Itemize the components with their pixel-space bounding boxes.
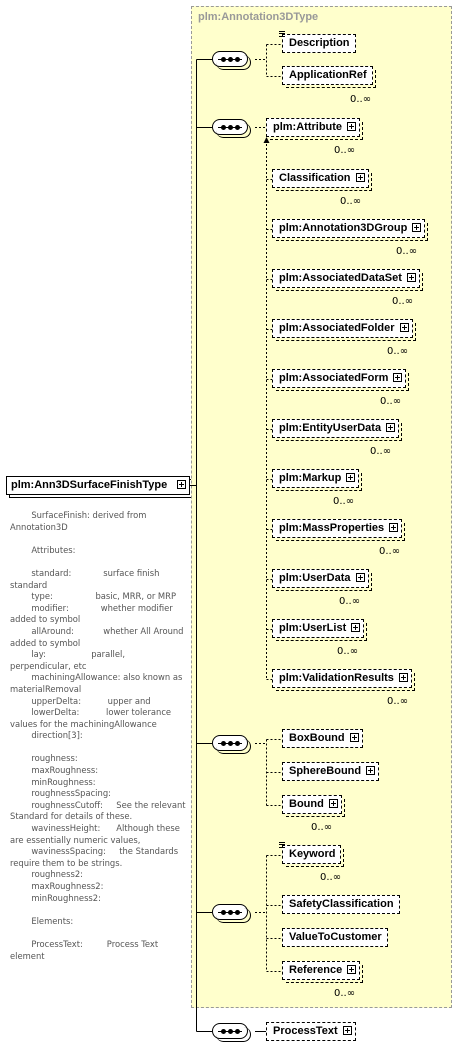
expand-icon[interactable] <box>366 766 376 775</box>
expand-icon[interactable] <box>328 799 338 808</box>
element-plm-mass-properties[interactable]: plm:MassProperties <box>272 519 406 541</box>
element-label: plm:MassProperties <box>279 522 385 534</box>
element-application-ref[interactable]: ApplicationRef <box>282 66 376 88</box>
expand-icon[interactable] <box>346 473 356 482</box>
element-safety-classification[interactable]: SafetyClassification <box>282 895 400 914</box>
element-label: plm:AssociatedDataSet <box>279 272 402 284</box>
root-element-label: plm:Ann3DSurfaceFinishType <box>11 479 168 491</box>
expand-icon[interactable] <box>398 673 408 682</box>
cardinality-label: 0..∞ <box>350 94 372 105</box>
cardinality-label: 0..∞ <box>339 596 361 607</box>
element-label: plm:ValidationResults <box>279 672 394 684</box>
element-label: Bound <box>289 798 324 810</box>
element-plm-associated-data-set[interactable]: plm:AssociatedDataSet <box>272 269 423 291</box>
substitution-arrow-icon <box>263 137 270 143</box>
cardinality-label: 0..∞ <box>370 446 392 457</box>
cardinality-label: 0..∞ <box>337 646 359 657</box>
expand-icon[interactable] <box>347 965 357 974</box>
expand-icon[interactable] <box>393 373 403 382</box>
cardinality-label: 0..∞ <box>387 346 409 357</box>
cardinality-label: 0..∞ <box>333 496 355 507</box>
element-sphere-bound[interactable]: SphereBound <box>282 762 380 781</box>
element-label: Description <box>289 37 350 49</box>
element-label: ValueToCustomer <box>289 931 382 943</box>
element-plm-markup[interactable]: plm:Markup <box>272 469 363 491</box>
cardinality-label: 0..∞ <box>320 872 342 883</box>
cardinality-label: 0..∞ <box>379 546 401 557</box>
element-label: plm:EntityUserData <box>279 422 382 434</box>
group-title: plm:Annotation3DType <box>198 11 319 23</box>
element-plm-attribute[interactable]: plm:Attribute <box>266 118 364 140</box>
element-label: Reference <box>289 964 343 976</box>
element-plm-user-list[interactable]: plm:UserList <box>272 619 368 641</box>
element-label: plm:Attribute <box>273 121 343 133</box>
element-plm-entity-user-data[interactable]: plm:EntityUserData <box>272 419 403 441</box>
cardinality-label: 0..∞ <box>340 196 362 207</box>
cardinality-label: 0..∞ <box>387 696 409 707</box>
sequence-compositor-icon[interactable] <box>212 51 251 70</box>
element-label: plm:UserData <box>279 572 351 584</box>
element-label: plm:AssociatedFolder <box>279 322 395 334</box>
root-element[interactable]: plm:Ann3DSurfaceFinishType <box>6 476 194 498</box>
expand-icon[interactable] <box>355 573 365 582</box>
expand-icon[interactable] <box>406 273 416 282</box>
cardinality-label: 0..∞ <box>311 822 333 833</box>
element-label: ApplicationRef <box>289 69 367 81</box>
cardinality-label: 0..∞ <box>334 145 356 156</box>
cardinality-label: 0..∞ <box>380 396 402 407</box>
element-reference[interactable]: Reference <box>282 961 364 983</box>
element-keyword[interactable]: Keyword <box>279 842 345 867</box>
element-plm-validation-results[interactable]: plm:ValidationResults <box>272 669 415 691</box>
expand-icon[interactable] <box>389 523 399 532</box>
element-label: Keyword <box>289 848 336 860</box>
element-plm-associated-folder[interactable]: plm:AssociatedFolder <box>272 319 416 341</box>
element-plm-user-data[interactable]: plm:UserData <box>272 569 372 591</box>
element-description[interactable]: Description <box>279 31 356 53</box>
sequence-compositor-icon[interactable] <box>212 735 251 754</box>
cardinality-label: 0..∞ <box>396 246 418 257</box>
element-plm-annotation3d-group[interactable]: plm:Annotation3DGroup <box>272 219 429 241</box>
element-classification[interactable]: Classification <box>272 169 372 191</box>
expand-icon[interactable] <box>386 423 396 432</box>
element-value-to-customer[interactable]: ValueToCustomer <box>282 928 388 947</box>
expand-icon[interactable] <box>399 323 409 332</box>
element-label: SphereBound <box>289 765 362 777</box>
cardinality-label: 0..∞ <box>334 988 356 999</box>
element-label: Classification <box>279 172 351 184</box>
expand-icon[interactable] <box>349 733 359 742</box>
element-plm-associated-form[interactable]: plm:AssociatedForm <box>272 369 410 391</box>
expand-icon[interactable] <box>351 623 361 632</box>
element-box-bound[interactable]: BoxBound <box>282 729 363 748</box>
sequence-compositor-icon[interactable] <box>212 1023 251 1042</box>
element-label: plm:AssociatedForm <box>279 372 389 384</box>
element-process-text[interactable]: ProcessText <box>266 1022 356 1041</box>
expand-icon[interactable] <box>342 1026 352 1035</box>
element-bound[interactable]: Bound <box>282 795 345 817</box>
element-label: plm:Annotation3DGroup <box>279 222 408 234</box>
element-label: plm:UserList <box>279 622 347 634</box>
element-label: ProcessText <box>273 1025 338 1037</box>
element-label: SafetyClassification <box>289 898 394 910</box>
documentation-icon <box>279 842 285 848</box>
documentation-icon <box>279 31 285 37</box>
element-label: BoxBound <box>289 732 345 744</box>
collapse-icon[interactable] <box>177 480 187 489</box>
sequence-compositor-icon[interactable] <box>212 119 251 138</box>
cardinality-label: 0..∞ <box>392 296 414 307</box>
expand-icon[interactable] <box>412 223 422 232</box>
element-label: plm:Markup <box>279 472 342 484</box>
sequence-compositor-icon[interactable] <box>212 904 251 923</box>
documentation-text: SurfaceFinish: derived from Annotation3D… <box>10 510 186 961</box>
expand-icon[interactable] <box>355 173 365 182</box>
expand-icon[interactable] <box>347 122 357 131</box>
